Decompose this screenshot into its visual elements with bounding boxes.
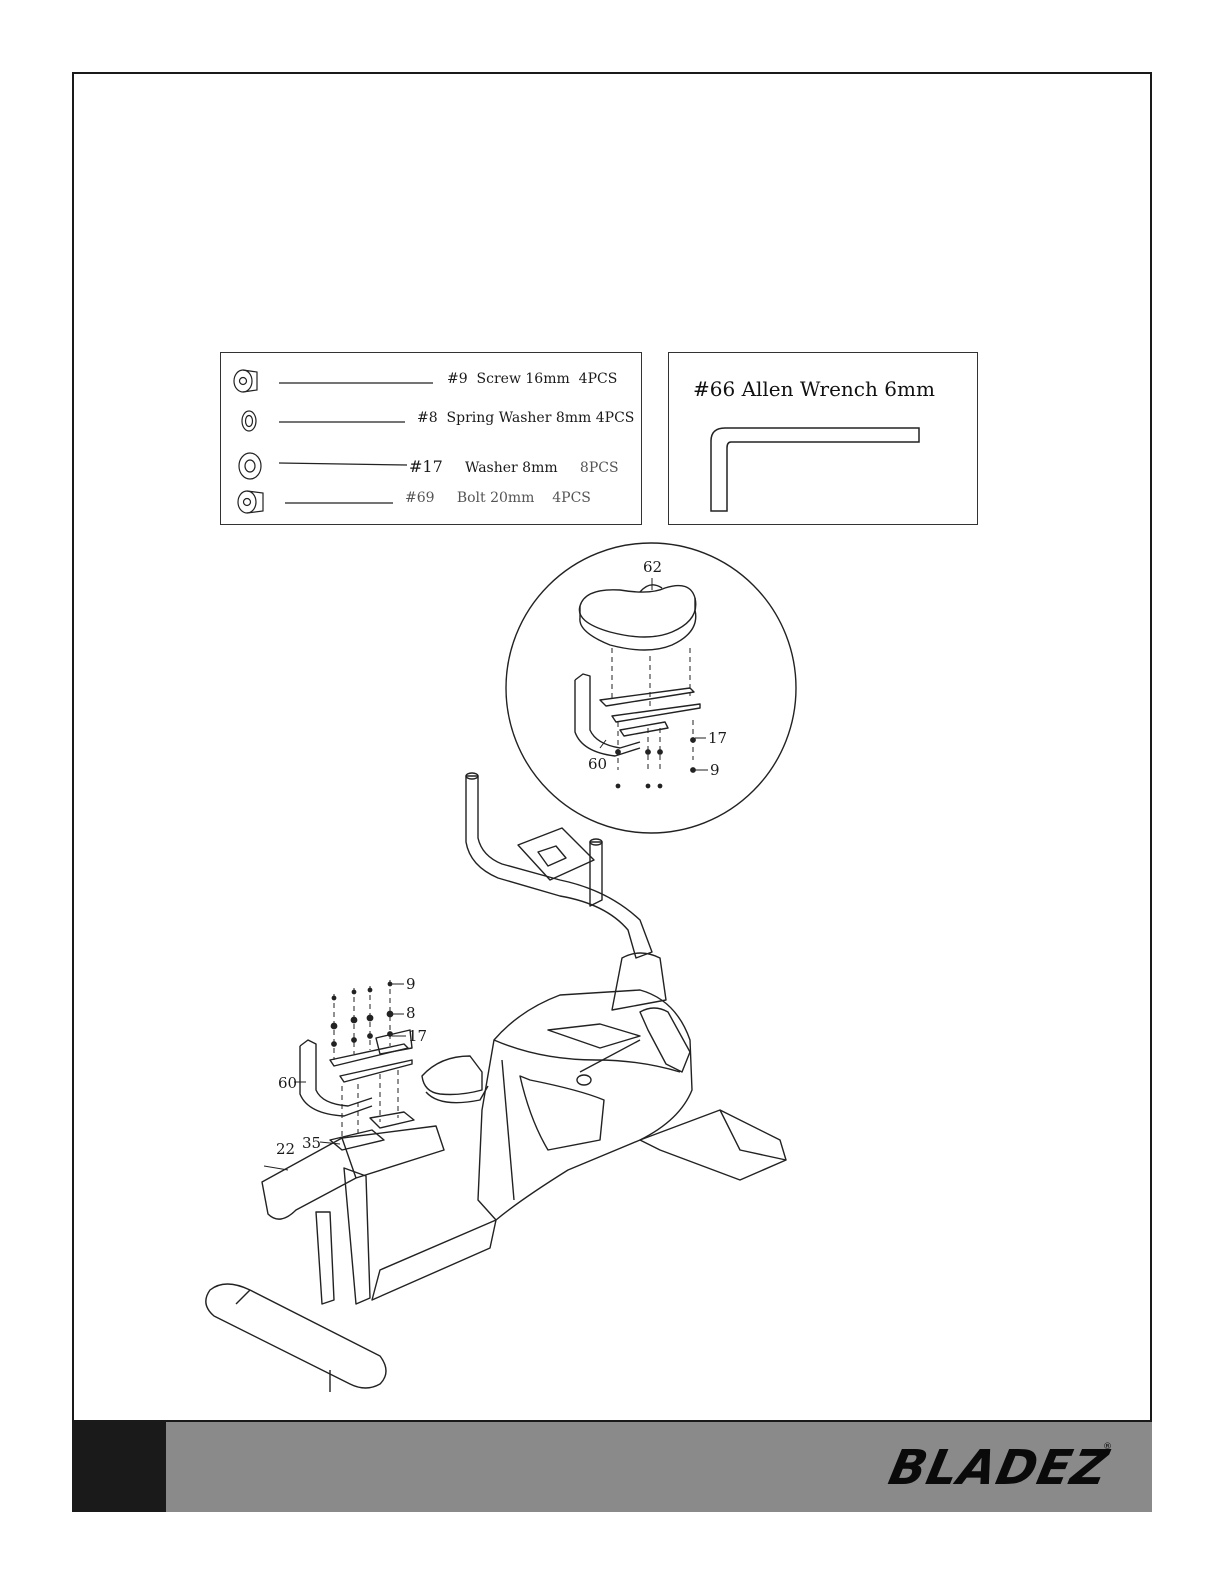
hardware-row-spring-washer: #8 Spring Washer 8mm 4PCS <box>417 410 634 426</box>
spring-washer-icon <box>242 411 405 431</box>
callout-washer-main: 17 <box>408 1027 427 1045</box>
washer-icon <box>239 453 407 479</box>
callout-screw-main: 9 <box>406 975 416 993</box>
callout-seat-post-main: 35 <box>302 1134 321 1152</box>
screw-icon <box>234 370 433 392</box>
allen-wrench-icon <box>669 353 979 526</box>
footer-page-block <box>72 1422 166 1512</box>
bolt-icon <box>238 491 393 513</box>
callout-screw-detail: 9 <box>710 761 720 779</box>
hardware-row-bolt: #69 Bolt 20mm 4PCS <box>405 490 591 506</box>
hardware-list-box: #9 Screw 16mm 4PCS #8 Spring Washer 8mm … <box>220 352 642 525</box>
callout-bracket-detail: 60 <box>588 755 607 773</box>
hardware-row-washer: #17 Washer 8mm 8PCS <box>409 457 619 476</box>
tool-box: #66 Allen Wrench 6mm <box>668 352 978 525</box>
callout-seat-detail: 62 <box>643 558 662 576</box>
callout-washer-detail: 17 <box>708 729 727 747</box>
page-frame <box>72 72 1152 1512</box>
hardware-row-screw: #9 Screw 16mm 4PCS <box>447 371 617 387</box>
brand-logo: BLADEZ <box>884 1440 1114 1496</box>
registered-mark: ® <box>1103 1442 1112 1452</box>
callout-knob-main: 22 <box>276 1140 295 1158</box>
callout-bracket-main: 60 <box>278 1074 297 1092</box>
footer-bar: BLADEZ ® <box>72 1420 1152 1512</box>
callout-spring-washer-main: 8 <box>406 1004 416 1022</box>
